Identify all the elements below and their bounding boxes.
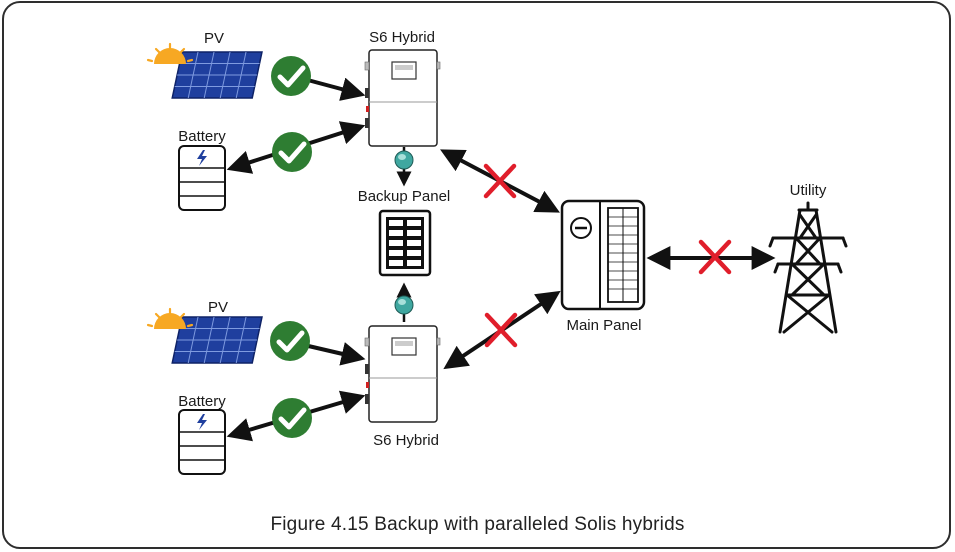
pv-bottom-label: PV bbox=[208, 299, 228, 316]
inverter-top-label: S6 Hybrid bbox=[369, 29, 435, 46]
battery-bottom-label: Battery bbox=[178, 393, 226, 410]
backup-panel-icon bbox=[378, 209, 432, 277]
cross-top-icon bbox=[486, 166, 514, 196]
battery-top-label: Battery bbox=[178, 128, 226, 145]
inverter-bottom-icon bbox=[364, 325, 441, 423]
utility-tower-icon bbox=[768, 201, 848, 334]
battery-bottom-icon bbox=[178, 409, 226, 475]
solar-panel-top-icon bbox=[146, 42, 264, 100]
inverter-bottom-label: S6 Hybrid bbox=[373, 432, 439, 449]
check-battery-top-icon bbox=[272, 132, 312, 172]
connector-bottom-icon bbox=[394, 295, 414, 315]
battery-top-icon bbox=[178, 145, 226, 211]
check-battery-bottom-icon bbox=[272, 398, 312, 438]
inverter-top-icon bbox=[364, 49, 441, 147]
connector-top-icon bbox=[394, 150, 414, 170]
cross-bottom-icon bbox=[487, 315, 515, 345]
pv-top-label: PV bbox=[204, 30, 224, 47]
main-panel-label: Main Panel bbox=[566, 317, 641, 334]
check-pv-bottom-icon bbox=[270, 321, 310, 361]
check-pv-top-icon bbox=[271, 56, 311, 96]
utility-label: Utility bbox=[790, 182, 827, 199]
solar-panel-bottom-icon bbox=[146, 307, 264, 365]
main-panel-icon bbox=[560, 199, 646, 311]
backup-panel-label: Backup Panel bbox=[358, 188, 451, 205]
figure-caption: Figure 4.15 Backup with paralleled Solis… bbox=[270, 514, 685, 535]
